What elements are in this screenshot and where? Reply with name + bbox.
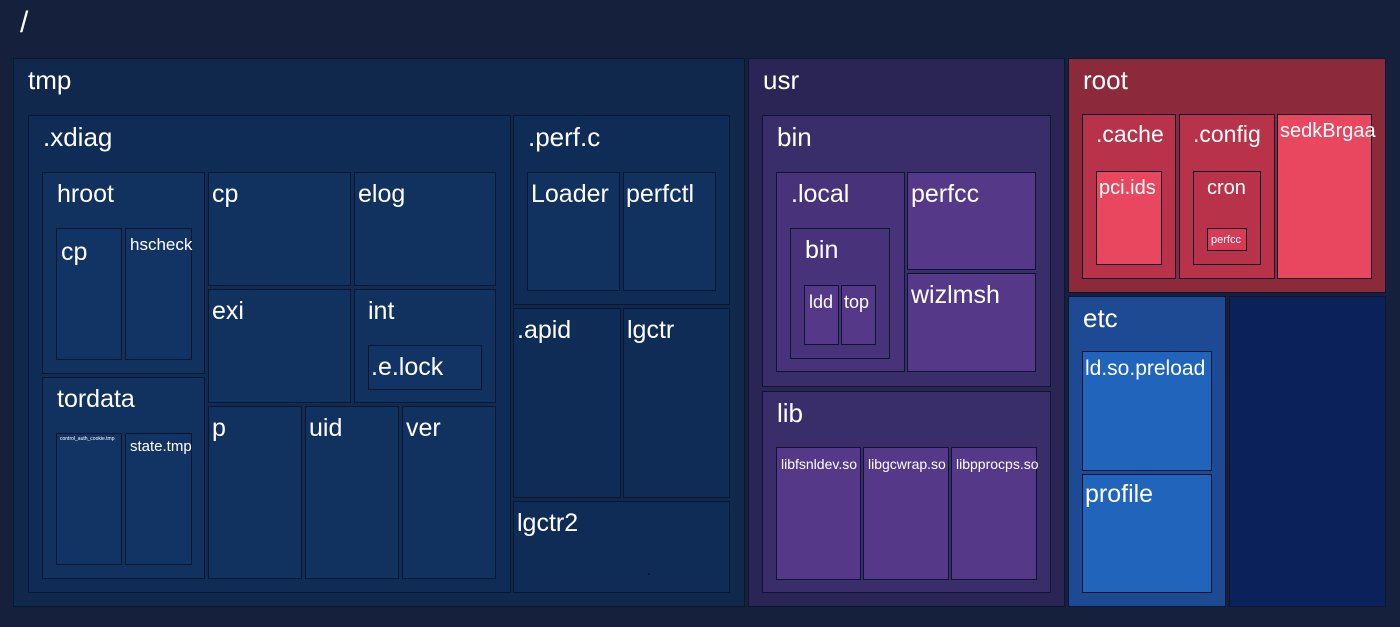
node-label: tordata [57,385,135,413]
node-label: ver [406,414,441,442]
treemap-node-xdiag-cp[interactable]: cp [208,172,351,286]
node-label: top [844,292,870,312]
node-label: ld.so.preload [1085,357,1206,380]
node-label: .cache [1096,121,1164,147]
node-label: libfsnldev.so [781,456,858,472]
treemap-node-hroot-cp[interactable]: cp [56,228,122,360]
treemap-node-ver[interactable]: ver [402,406,496,579]
treemap-node-state-tmp[interactable]: state.tmp [125,433,192,565]
node-label: sedkBrgaa [1280,120,1376,142]
node-label: lgctr2 [517,509,579,537]
node-label: elog [358,180,406,208]
node-label: usr [763,65,800,95]
node-label: .config [1193,121,1261,147]
node-label: ldd [809,292,834,312]
treemap-node-ldd[interactable]: ldd [804,285,839,345]
node-label: .xdiag [43,122,113,152]
node-label: .apid [517,316,572,344]
node-label: pci.ids [1099,177,1156,199]
node-label: bin [805,236,839,264]
treemap-node-exi[interactable]: exi [208,289,351,403]
node-label: cp [212,180,239,208]
node-label: Loader [531,180,609,208]
node-label: tmp [28,65,72,95]
treemap-node-root-perfcc[interactable]: perfcc [1207,228,1247,251]
treemap-node-apid[interactable]: .apid [513,308,621,498]
node-label: hscheck [130,235,193,254]
treemap-node-perfcc[interactable]: perfcc [907,172,1036,270]
treemap-node-elog[interactable]: elog [354,172,496,286]
tiny-node-marker [648,573,650,575]
node-label: libgcwrap.so [868,456,946,472]
treemap-node-ld-so-preload[interactable]: ld.so.preload [1082,351,1212,471]
node-label: .e.lock [371,353,444,381]
node-label: lib [777,398,804,428]
node-label: .local [791,180,850,208]
node-label: control_auth_cookie.tmp [60,436,115,442]
node-label: perfcc [1211,234,1241,246]
treemap-node-libfsnldev[interactable]: libfsnldev.so [776,447,861,580]
treemap-node-unlabeled[interactable] [1229,296,1386,607]
node-label: state.tmp [130,438,192,455]
node-label: cron [1207,177,1246,199]
node-label: perfcc [911,180,980,208]
node-label: wizlmsh [911,281,1000,309]
treemap-node-loader[interactable]: Loader [527,172,620,291]
node-label: perfctl [626,180,695,208]
treemap-node-uid[interactable]: uid [305,406,399,579]
treemap-node-p[interactable]: p [208,406,302,579]
treemap-node-libpprocps[interactable]: libpprocps.so [951,447,1039,580]
node-label: p [212,414,226,442]
node-label: int [368,297,395,325]
node-label: uid [309,414,343,442]
node-label: profile [1085,480,1154,508]
treemap-node-perfctl[interactable]: perfctl [623,172,716,291]
treemap-node-control-auth-cookie[interactable]: control_auth_cookie.tmp [56,433,122,565]
node-label: lgctr [627,316,675,344]
node-label: bin [777,122,812,152]
node-label: cp [61,238,88,266]
treemap-node-pci-ids[interactable]: pci.ids [1096,171,1162,265]
node-label: root [1083,65,1128,95]
node-label: .perf.c [528,122,601,152]
treemap-node-top[interactable]: top [841,285,876,345]
treemap-node-lgctr[interactable]: lgctr [623,308,730,498]
treemap-node-hscheck[interactable]: hscheck [125,228,192,360]
node-label: exi [212,297,244,325]
treemap-node-lgctr2[interactable]: lgctr2 [513,501,730,593]
treemap-node-e-lock[interactable]: .e.lock [368,345,482,390]
node-label: hroot [57,180,114,208]
treemap-node-libgcwrap[interactable]: libgcwrap.so [863,447,949,580]
node-label: libpprocps.so [956,456,1039,472]
node-label: etc [1083,303,1118,333]
root-path-label: / [20,6,29,39]
treemap-node-profile[interactable]: profile [1082,474,1212,593]
treemap-node-sedkbrgaa[interactable]: sedkBrgaa [1277,114,1376,279]
treemap-node-wizlmsh[interactable]: wizlmsh [907,273,1036,372]
